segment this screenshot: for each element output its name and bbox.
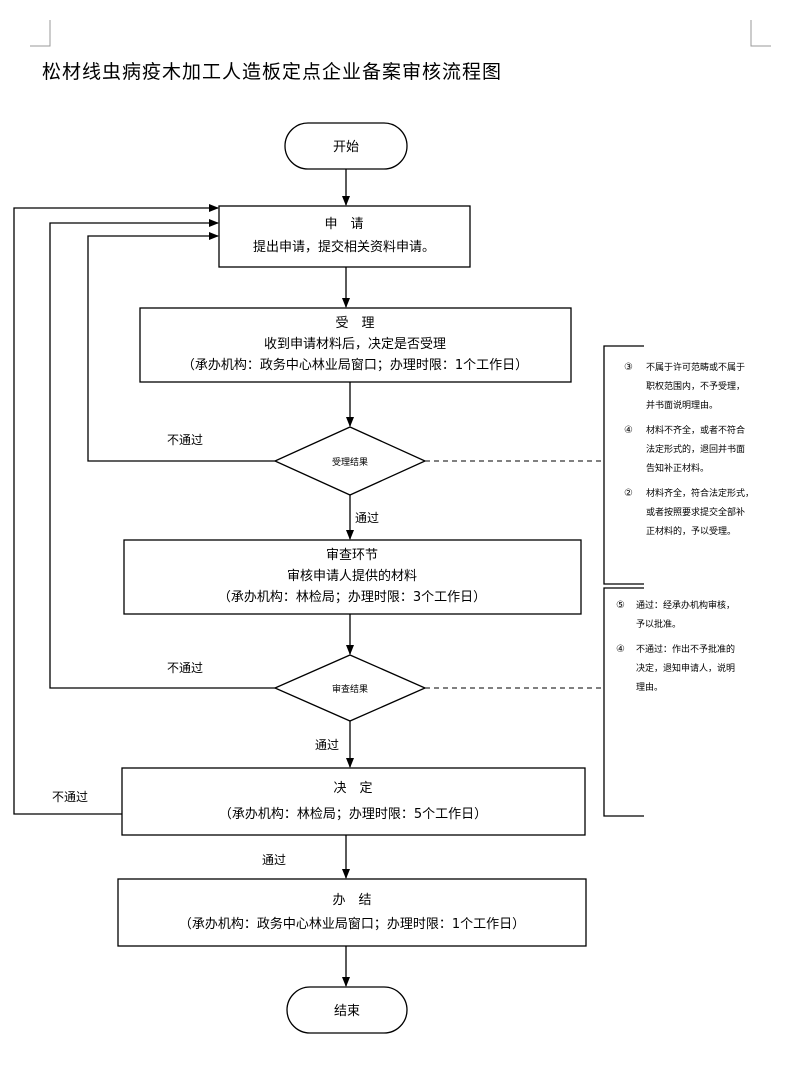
finish-heading: 办 结 bbox=[332, 893, 371, 908]
note-line: 正材料的，予以受理。 bbox=[646, 525, 736, 537]
review-heading: 审查环节 bbox=[326, 548, 378, 563]
corner-mark-left bbox=[30, 20, 51, 47]
notes-group-review: ⑤ 通过：经承办机构审核， 予以批准。 ④ 不通过：作出不予批准的决定，退知申请人，说明… bbox=[616, 599, 735, 693]
note-number: ③ bbox=[624, 362, 633, 373]
accept-heading: 受 理 bbox=[335, 316, 374, 331]
loop-fail-accept bbox=[87, 232, 275, 462]
note-number: ⑤ bbox=[616, 600, 625, 611]
apply-heading: 申 请 bbox=[324, 217, 363, 232]
notes-bracket-1 bbox=[603, 345, 644, 585]
note-line: 法定形式的，退回并书面 bbox=[646, 443, 745, 455]
note-line: 职权范围内，不予受理， bbox=[646, 380, 745, 392]
note-number: ④ bbox=[624, 425, 633, 436]
fail-label-2: 不通过 bbox=[167, 661, 203, 675]
decide-box bbox=[121, 767, 586, 836]
page-title: 松材线虫病疫木加工人造板定点企业备案审核流程图 bbox=[42, 61, 502, 83]
notes-bracket-2 bbox=[603, 587, 644, 817]
note-line: 材料不齐全，或者不符合 bbox=[646, 424, 745, 436]
decide-heading: 决 定 bbox=[333, 781, 372, 796]
corner-mark-right bbox=[750, 20, 771, 47]
finish-box bbox=[117, 878, 587, 947]
review-text: 审核申请人提供的材料 bbox=[287, 568, 417, 584]
note-line: 告知补正材料。 bbox=[646, 462, 709, 474]
note-line: 理由。 bbox=[636, 681, 663, 693]
decision-accept-label: 受理结果 bbox=[332, 456, 368, 468]
note-line: 通过：经承办机构审核， bbox=[636, 599, 735, 611]
accept-text: 收到申请材料后，决定是否受理 bbox=[264, 337, 446, 352]
pass-label-1: 通过 bbox=[355, 511, 379, 525]
decision-review-label: 审查结果 bbox=[332, 683, 368, 695]
note-line: 材料齐全，符合法定形式， bbox=[646, 487, 754, 499]
note-line: 或者按照要求提交全部补 bbox=[646, 506, 745, 518]
end-terminal bbox=[286, 986, 408, 1034]
review-sub: （承办机构：林检局；办理时限：3个工作日） bbox=[218, 590, 486, 605]
note-line: 予以批准。 bbox=[636, 618, 681, 630]
decide-sub: （承办机构：林检局；办理时限：5个工作日） bbox=[219, 807, 487, 822]
note-line: 并书面说明理由。 bbox=[646, 399, 718, 411]
loop-fail-decide bbox=[13, 204, 219, 815]
apply-box bbox=[218, 205, 471, 268]
accept-box bbox=[139, 307, 572, 383]
accept-sub: （承办机构：政务中心林业局窗口；办理时限：1个工作日） bbox=[182, 357, 528, 373]
apply-text: 提出申请，提交相关资料申请。 bbox=[253, 239, 435, 255]
note-number: ② bbox=[624, 488, 633, 499]
fail-label-3: 不通过 bbox=[52, 790, 88, 804]
pass-label-3: 通过 bbox=[262, 853, 286, 867]
review-box bbox=[123, 539, 582, 615]
note-line: 不属于许可范畴或不属于 bbox=[646, 361, 745, 373]
note-line: 决定，退知申请人，说明 bbox=[636, 662, 735, 674]
pass-label-2: 通过 bbox=[315, 738, 339, 752]
note-number: ④ bbox=[616, 644, 625, 655]
finish-sub: （承办机构：政务中心林业局窗口；办理时限：1个工作日） bbox=[179, 916, 525, 932]
loop-fail-review bbox=[49, 219, 275, 689]
start-label: 开始 bbox=[333, 140, 359, 155]
end-label: 结束 bbox=[334, 1004, 360, 1019]
note-line: 不通过：作出不予批准的 bbox=[636, 643, 735, 655]
fail-label-1: 不通过 bbox=[167, 433, 203, 447]
